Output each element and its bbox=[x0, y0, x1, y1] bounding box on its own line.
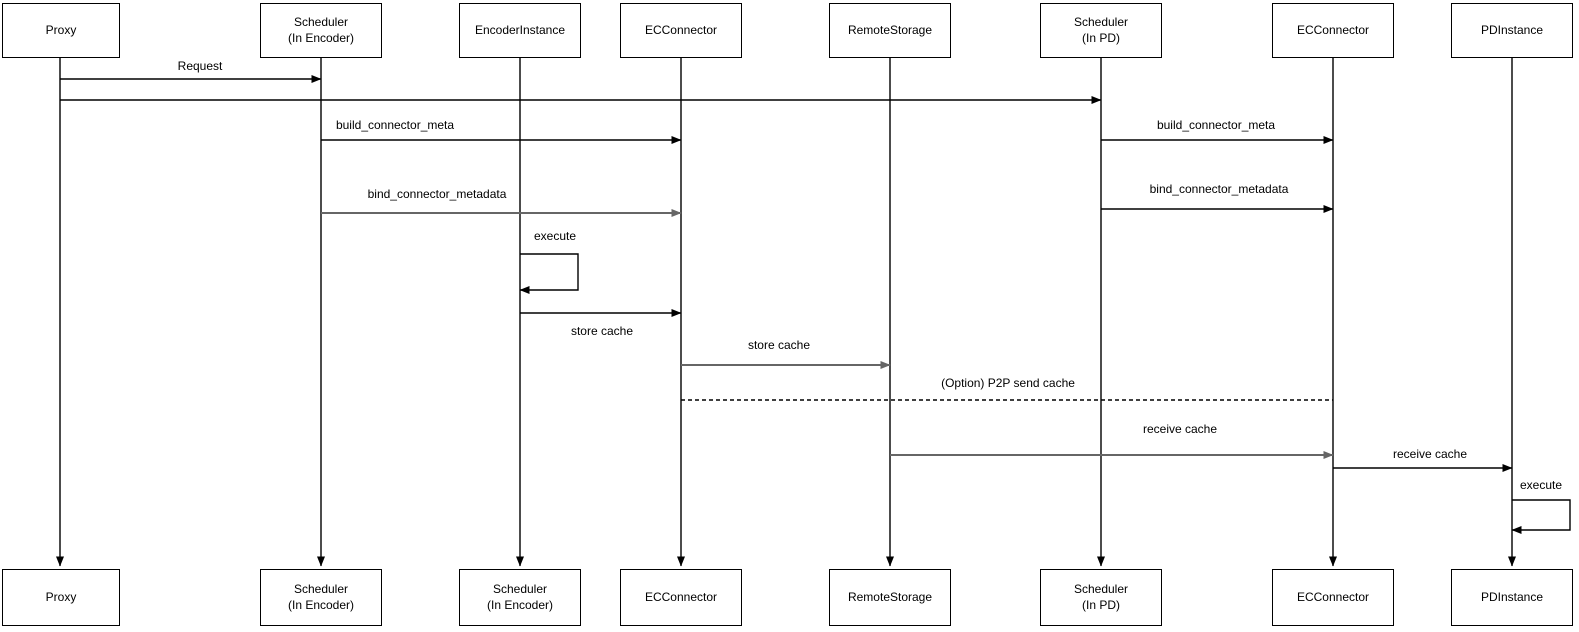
message-label-bind-connector-metadata-pd: bind_connector_metadata bbox=[1149, 182, 1289, 196]
message-label-receive-cache-ecconnector: receive cache bbox=[1142, 422, 1218, 436]
participant-label: Proxy bbox=[45, 589, 77, 604]
participant-bottom-pd-instance: PDInstance bbox=[1451, 569, 1573, 626]
participant-bottom-ec-connector-encoder: ECConnector bbox=[620, 569, 742, 626]
participant-label: ECConnector bbox=[1296, 22, 1370, 37]
message-label-request: Request bbox=[177, 59, 223, 73]
participant-bottom-scheduler-encoder: Scheduler (In Encoder) bbox=[260, 569, 382, 626]
participant-label: EncoderInstance bbox=[474, 22, 566, 37]
self-call-execute-pd-instance bbox=[1511, 499, 1571, 534]
participant-label: PDInstance bbox=[1480, 22, 1544, 37]
message-label-receive-cache-pdinstance: receive cache bbox=[1392, 447, 1468, 461]
participant-bottom-ec-connector-pd: ECConnector bbox=[1272, 569, 1394, 626]
participant-top-proxy: Proxy bbox=[2, 3, 120, 58]
participant-top-scheduler-encoder: Scheduler (In Encoder) bbox=[260, 3, 382, 58]
participant-top-ec-connector-pd: ECConnector bbox=[1272, 3, 1394, 58]
participant-label: ECConnector bbox=[644, 589, 718, 604]
message-label-bind-connector-metadata-encoder: bind_connector_metadata bbox=[367, 187, 507, 201]
participant-top-scheduler-pd: Scheduler (In PD) bbox=[1040, 3, 1162, 58]
participant-top-ec-connector-encoder: ECConnector bbox=[620, 3, 742, 58]
participant-top-remote-storage: RemoteStorage bbox=[829, 3, 951, 58]
participant-bottom-remote-storage: RemoteStorage bbox=[829, 569, 951, 626]
participant-label: ECConnector bbox=[644, 22, 718, 37]
message-label-build-connector-meta-encoder: build_connector_meta bbox=[335, 118, 455, 132]
participant-top-pd-instance: PDInstance bbox=[1451, 3, 1573, 58]
message-label-store-cache-ecconnector: store cache bbox=[570, 324, 634, 338]
message-label-store-cache-remotestorage: store cache bbox=[747, 338, 811, 352]
participant-label: ECConnector bbox=[1296, 589, 1370, 604]
participant-label: Scheduler (In PD) bbox=[1073, 581, 1129, 612]
participant-label: PDInstance bbox=[1480, 589, 1544, 604]
participant-label: Scheduler (In Encoder) bbox=[287, 14, 355, 45]
participant-label: Scheduler (In PD) bbox=[1073, 14, 1129, 45]
participant-label: RemoteStorage bbox=[847, 589, 933, 604]
self-call-label-execute-pd-instance: execute bbox=[1520, 478, 1563, 492]
participant-bottom-proxy: Proxy bbox=[2, 569, 120, 626]
self-call-label-execute-encoder-instance: execute bbox=[534, 229, 577, 243]
message-label-p2p-send-cache: (Option) P2P send cache bbox=[941, 376, 1075, 390]
participant-label: Scheduler (In Encoder) bbox=[287, 581, 355, 612]
self-call-execute-encoder-instance bbox=[519, 253, 579, 294]
participant-bottom-scheduler-pd: Scheduler (In PD) bbox=[1040, 569, 1162, 626]
participant-label: RemoteStorage bbox=[847, 22, 933, 37]
message-label-build-connector-meta-pd: build_connector_meta bbox=[1156, 118, 1276, 132]
participant-label: Scheduler (In Encoder) bbox=[486, 581, 554, 612]
participant-top-encoder-instance: EncoderInstance bbox=[459, 3, 581, 58]
participant-bottom-encoder-instance: Scheduler (In Encoder) bbox=[459, 569, 581, 626]
participant-label: Proxy bbox=[45, 22, 77, 37]
